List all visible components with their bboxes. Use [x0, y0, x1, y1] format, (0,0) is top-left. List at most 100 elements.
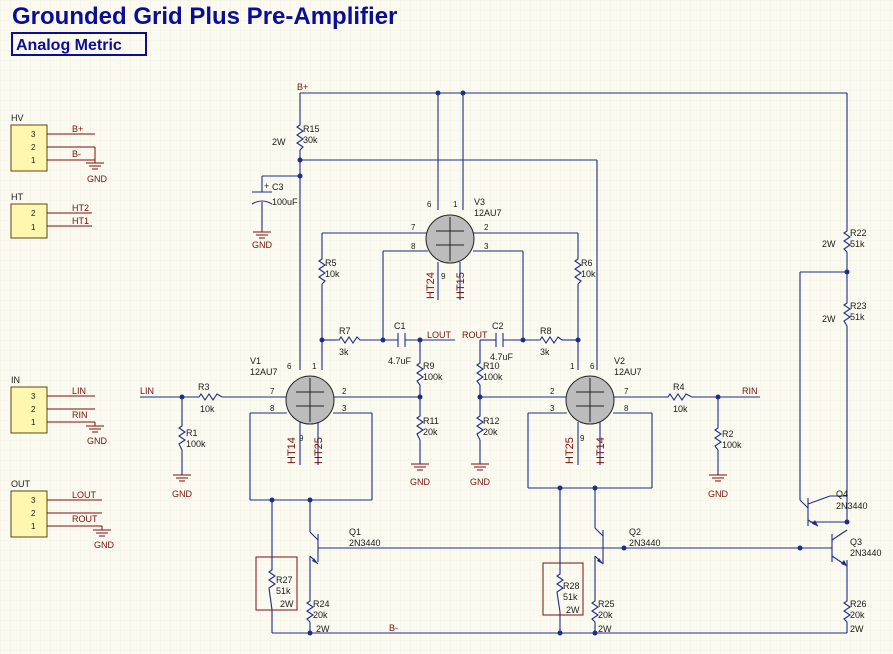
header-out[interactable]: OUT 3 2 1 LOUT ROUT GND: [10, 479, 115, 550]
svg-text:3: 3: [484, 242, 489, 251]
c3-ref: C3: [272, 182, 284, 192]
net-lout: LOUT: [427, 330, 452, 340]
r9-ref: R9: [423, 361, 435, 371]
c2-value: 4.7uF: [490, 352, 514, 362]
r7-value: 3k: [339, 347, 349, 357]
v2-heater-a: HT25: [564, 437, 576, 464]
r12-ref: R12: [483, 416, 500, 426]
resistor-symbols: [178, 122, 851, 623]
v1-heater-a: HT14: [286, 437, 298, 464]
svg-text:8: 8: [270, 404, 275, 413]
r27-value: 51k: [276, 586, 291, 596]
svg-text:LOUT: LOUT: [72, 490, 97, 500]
r6-value: 10k: [581, 269, 596, 279]
capacitor-c3: + C3 100uF GND: [251, 181, 298, 250]
ground-symbol: [86, 160, 104, 170]
header-ht[interactable]: HT 2 1 HT2 HT1: [10, 192, 92, 239]
svg-text:3: 3: [31, 392, 36, 401]
v3-type: 12AU7: [474, 208, 502, 218]
r28-heatsink-outline: [542, 562, 584, 616]
v2-type: 12AU7: [614, 367, 642, 377]
q3-ref: Q3: [850, 537, 862, 547]
header-hv[interactable]: HV 3 2 1 B+ B- GND: [10, 113, 108, 184]
c2-ref: C2: [492, 321, 504, 331]
c1-ref: C1: [394, 321, 406, 331]
r23-ref: R23: [850, 301, 867, 311]
tube-v2[interactable]: V2 12AU7 1 6 2 7 3 8 9 HT25 HT14: [550, 356, 642, 465]
r1-ref: R1: [186, 428, 198, 438]
svg-text:7: 7: [624, 387, 629, 396]
svg-text:2: 2: [31, 209, 36, 218]
wiring: [140, 92, 848, 634]
r27-ref: R27: [276, 575, 293, 585]
ground-r2: GND: [708, 474, 729, 499]
svg-text:1: 1: [31, 223, 36, 232]
svg-text:1: 1: [31, 156, 36, 165]
svg-text:2: 2: [31, 509, 36, 518]
r2-value: 100k: [722, 440, 742, 450]
v1-type: 12AU7: [250, 367, 278, 377]
net-rout: ROUT: [462, 330, 488, 340]
tube-v1[interactable]: V1 12AU7 6 1 7 2 8 3 9 HT14 HT25: [250, 356, 347, 465]
r22-power: 2W: [822, 239, 836, 249]
r8-ref: R8: [540, 326, 552, 336]
subtitle: Analog Metric: [16, 37, 122, 54]
q3-type: 2N3440: [850, 548, 882, 558]
q4-ref: Q4: [836, 489, 848, 499]
v3-heater-b: HT15: [455, 272, 467, 299]
q2-type: 2N3440: [629, 538, 661, 548]
r15-ref: R15: [303, 124, 320, 134]
svg-text:2: 2: [31, 143, 36, 152]
transistor-q3[interactable]: Q3 2N3440: [831, 529, 882, 567]
svg-text:1: 1: [453, 200, 458, 209]
r4-value: 10k: [673, 404, 688, 414]
svg-text:GND: GND: [252, 240, 273, 250]
svg-text:ROUT: ROUT: [72, 514, 98, 524]
r28-value: 51k: [563, 592, 578, 602]
transistor-q4[interactable]: Q4 2N3440: [807, 489, 868, 527]
r24-value: 20k: [313, 610, 328, 620]
svg-text:6: 6: [590, 362, 595, 371]
svg-text:3: 3: [31, 130, 36, 139]
c1-value: 4.7uF: [388, 356, 412, 366]
r15-value: 30k: [303, 135, 318, 145]
svg-text:GND: GND: [87, 436, 108, 446]
r26-ref: R26: [850, 599, 867, 609]
page-title: Grounded Grid Plus Pre-Amplifier: [12, 3, 397, 30]
r27-power: 2W: [280, 599, 294, 609]
header-in[interactable]: IN 3 2 1 LIN RIN GND: [10, 375, 108, 446]
subtitle-box: [11, 32, 147, 56]
tube-v3[interactable]: V3 12AU7 6 1 7 2 8 3 9 HT24 HT15: [411, 197, 502, 300]
svg-text:7: 7: [270, 387, 275, 396]
r27-heatsink-outline: [255, 556, 298, 611]
header-in-label: IN: [11, 375, 20, 385]
r26-power: 2W: [850, 624, 864, 634]
svg-text:6: 6: [287, 362, 292, 371]
r24-power: 2W: [316, 624, 330, 634]
resistor-labels: R15 30k 2W R5 10k R6 10k R7 3k R8 3k R9 …: [186, 124, 867, 634]
svg-text:3: 3: [31, 496, 36, 505]
r15-power: 2W: [272, 137, 286, 147]
junctions: [179, 90, 850, 636]
r5-ref: R5: [325, 258, 337, 268]
ground-symbol: [93, 529, 111, 537]
r8-value: 3k: [540, 347, 550, 357]
svg-text:HT2: HT2: [72, 203, 89, 213]
r12-value: 20k: [483, 427, 498, 437]
ground-symbol: [86, 425, 104, 433]
svg-text:GND: GND: [410, 477, 431, 487]
ground-r1: GND: [172, 474, 193, 499]
svg-text:1: 1: [312, 362, 317, 371]
ground-r11: GND: [410, 463, 431, 487]
v3-heater-a: HT24: [425, 272, 437, 299]
header-out-label: OUT: [11, 479, 31, 489]
r23-power: 2W: [822, 314, 836, 324]
transistor-q2[interactable]: Q2 2N3440: [597, 527, 661, 564]
q1-type: 2N3440: [349, 538, 381, 548]
svg-text:9: 9: [441, 272, 446, 281]
svg-text:9: 9: [580, 434, 585, 443]
r11-value: 20k: [423, 427, 438, 437]
transistor-q1[interactable]: Q1 2N3440: [312, 527, 381, 564]
q4-type: 2N3440: [836, 501, 868, 511]
